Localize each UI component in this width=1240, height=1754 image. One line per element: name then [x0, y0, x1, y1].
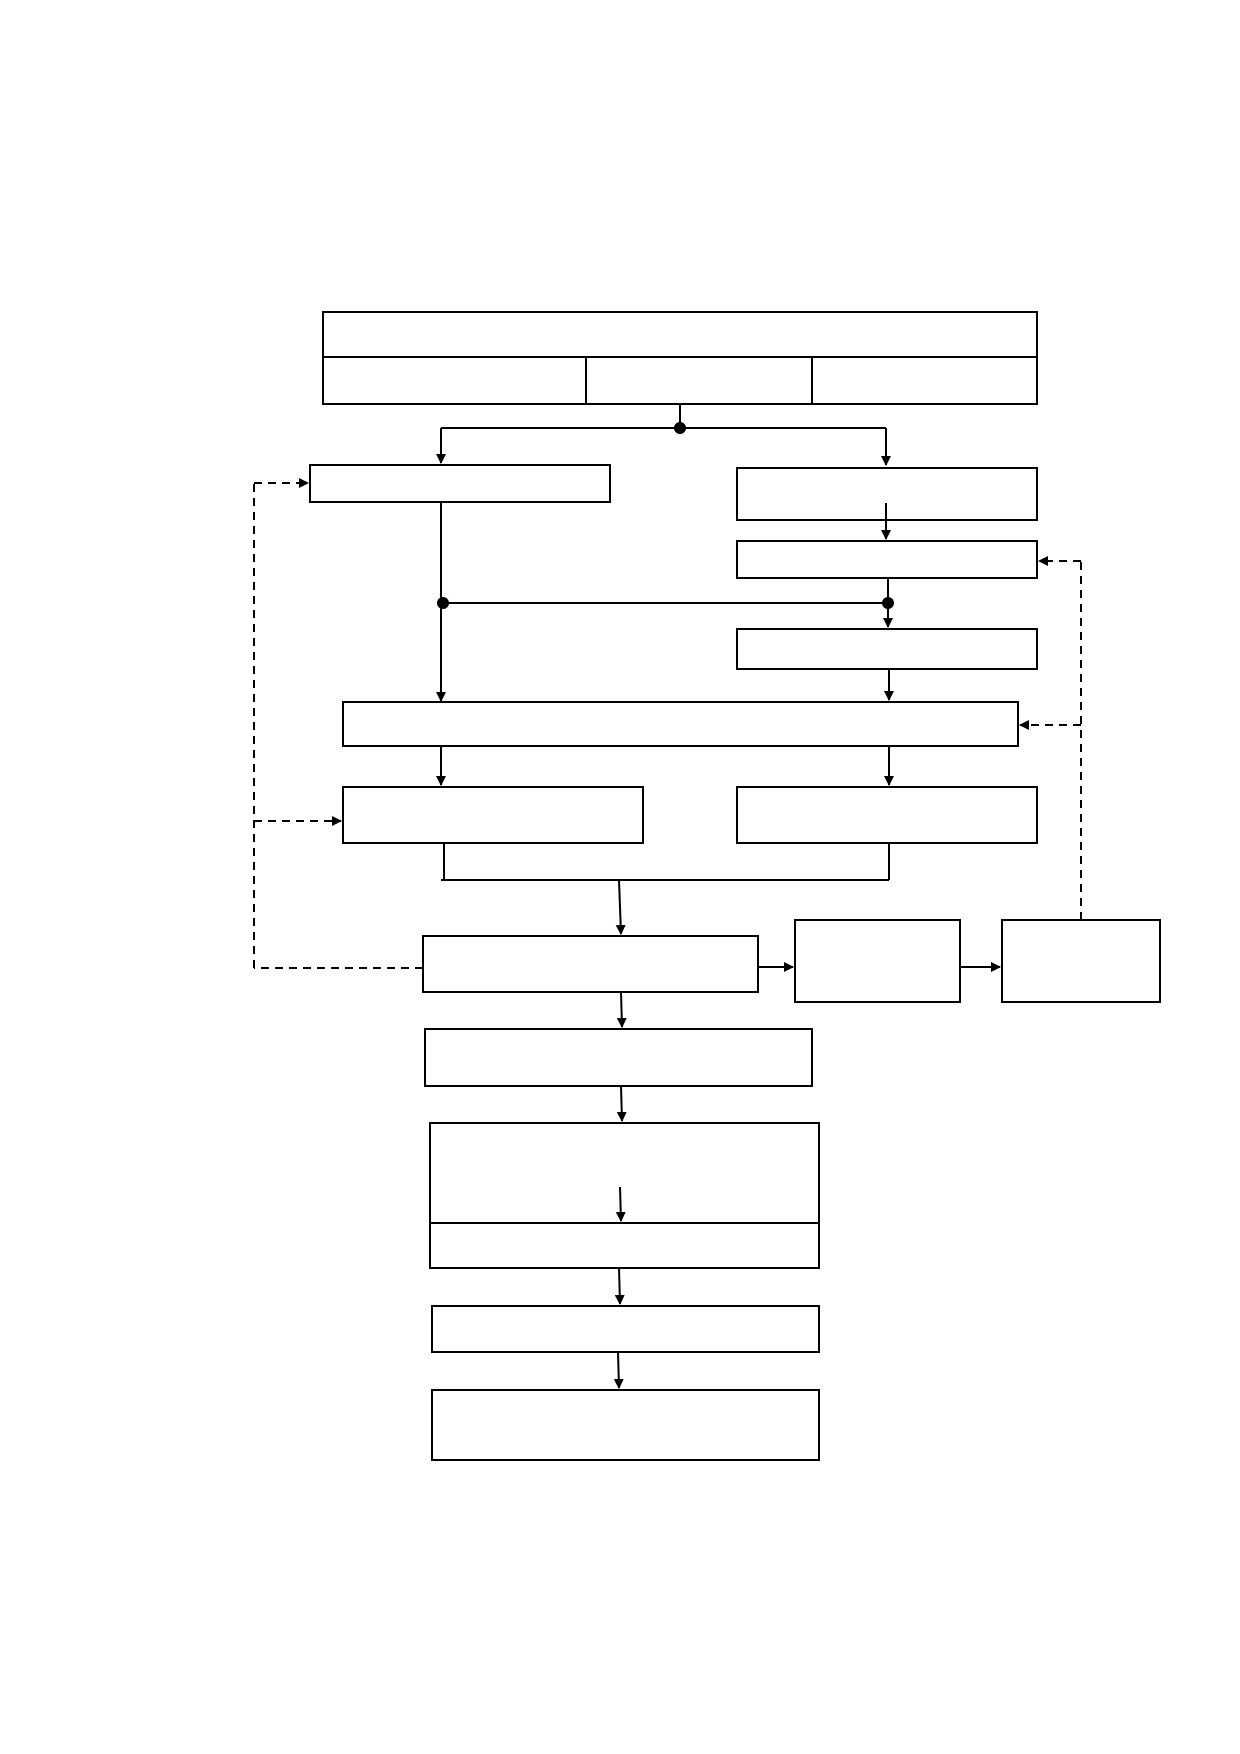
mid-left-box	[342, 786, 644, 844]
header-cell-middle	[585, 356, 813, 405]
header-cell-right	[811, 356, 1038, 405]
center-box-4	[431, 1305, 820, 1353]
arrow-center-3-to-center-4	[614, 1267, 625, 1305]
arrow-center-1-to-center-2	[616, 991, 627, 1028]
arrow-center-2-to-center-3	[616, 1085, 627, 1122]
arrow-bracket-to-center-1	[615, 879, 626, 935]
side-box-2	[1001, 919, 1161, 1003]
right-branch-box-3	[736, 628, 1038, 670]
header-cell-left	[322, 356, 587, 405]
junction-dot-header	[674, 422, 686, 434]
center-box-1	[422, 935, 759, 993]
center-box-3-upper	[429, 1122, 820, 1224]
header-title-box	[322, 311, 1038, 358]
left-branch-box	[309, 464, 611, 503]
mid-right-box	[736, 786, 1038, 844]
center-box-2	[424, 1028, 813, 1087]
arrow-center-3-inner	[615, 1186, 626, 1222]
side-box-1	[794, 919, 961, 1003]
right-branch-box-2	[736, 540, 1038, 579]
center-box-3-lower	[429, 1222, 820, 1269]
final-box	[431, 1389, 820, 1461]
arrow-center-4-to-final	[613, 1351, 624, 1389]
merge-box	[342, 701, 1019, 747]
